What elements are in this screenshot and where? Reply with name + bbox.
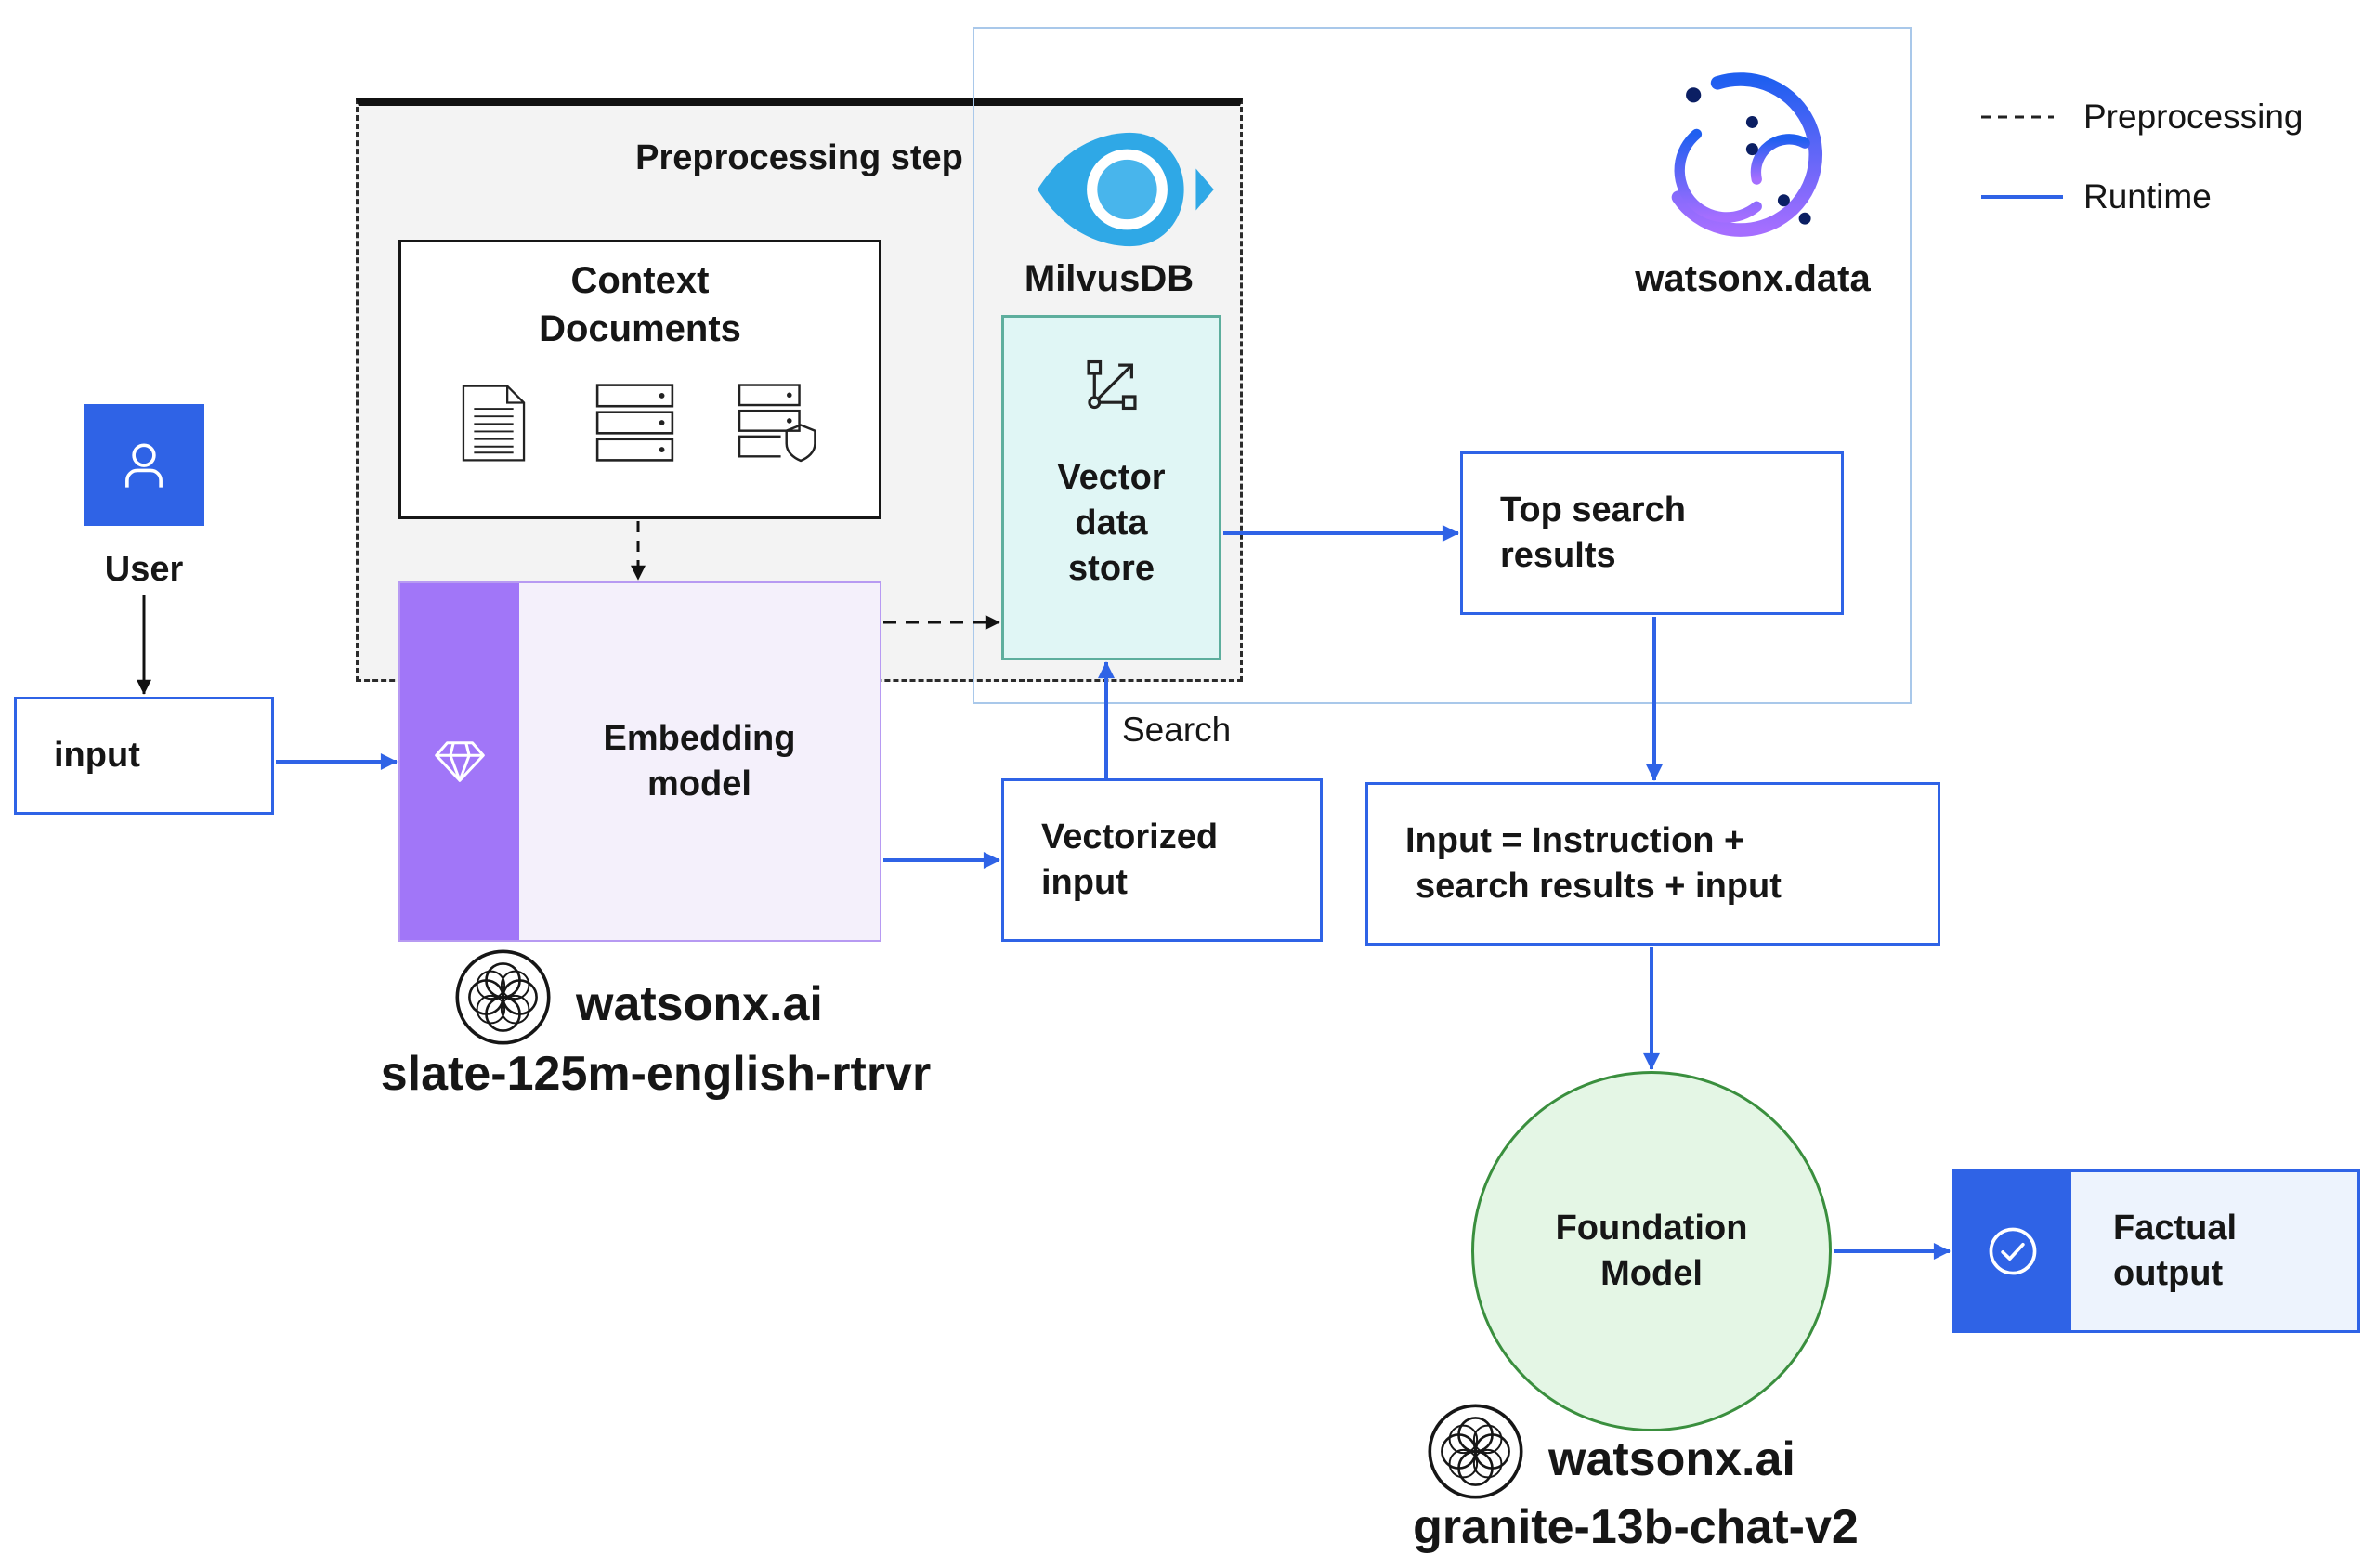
watsonx-ai-logo	[1428, 1404, 1523, 1499]
document-icon	[462, 385, 526, 462]
embedding-model-line: model	[647, 764, 751, 804]
embedding-model-content: Embedding model	[519, 583, 880, 940]
milvus-eye-logo	[1038, 132, 1214, 247]
vector-data-store-line: Vector	[1057, 458, 1166, 497]
user-icon	[125, 442, 163, 488]
context-documents-line: Documents	[539, 308, 741, 349]
foundation-model-node: Foundation Model	[1471, 1071, 1832, 1431]
context-documents-title: Context Documents	[401, 256, 879, 353]
check-circle-icon	[1989, 1227, 2037, 1275]
user-label: User	[104, 550, 184, 589]
diamond-icon	[435, 741, 485, 782]
top-search-results-line: Top search	[1500, 490, 1686, 529]
milvusdb-label: MilvusDB	[1024, 258, 1195, 299]
vectorized-input-line: Vectorized	[1041, 817, 1219, 856]
legend-preprocessing-swatch	[1981, 115, 2054, 119]
embedding-model-strip	[400, 583, 519, 940]
embedding-model-box: Embedding model	[398, 581, 881, 942]
vector-graph-icon	[1087, 359, 1137, 411]
preprocessing-step-title: Preprocessing step	[635, 138, 963, 177]
watsonx-data-logo	[1671, 72, 1822, 237]
top-search-results-line: results	[1500, 536, 1616, 575]
watsonx-data-label: watsonx.data	[1635, 258, 1871, 299]
foundation-model-name: granite-13b-chat-v2	[1413, 1500, 1859, 1554]
context-documents-box: Context Documents	[398, 240, 881, 519]
input-label: input	[54, 736, 140, 775]
search-edge-label: Search	[1122, 711, 1232, 749]
vectorized-input-line: input	[1041, 863, 1128, 902]
embedding-model-name: slate-125m-english-rtrvr	[380, 1047, 932, 1101]
user-avatar-tile	[84, 404, 204, 526]
vector-data-store-box: Vector data store	[1001, 315, 1221, 660]
legend-runtime-label: Runtime	[2083, 177, 2212, 216]
vector-data-store-label: Vector data store	[1004, 455, 1219, 592]
embedding-model-line: Embedding	[603, 719, 796, 758]
factual-output-content: Factual output	[2071, 1172, 2357, 1330]
factual-output-line: Factual	[2113, 1209, 2238, 1248]
prompt-line: search results + input	[1416, 867, 1782, 906]
vector-data-store-line: store	[1068, 549, 1155, 588]
legend-preprocessing-label: Preprocessing	[2083, 98, 2304, 136]
vectorized-input-box: Vectorized input	[1001, 778, 1323, 942]
factual-output-line: output	[2113, 1254, 2224, 1293]
server-stack-icon	[595, 384, 674, 462]
context-documents-line: Context	[570, 260, 710, 301]
factual-output-strip	[1954, 1172, 2071, 1330]
foundation-model-line: Model	[1600, 1254, 1703, 1293]
watsonx-ai-brand-label: watsonx.ai	[576, 977, 823, 1031]
prompt-composition-box: Input = Instruction + search results + i…	[1365, 782, 1940, 946]
legend-runtime-swatch	[1981, 195, 2063, 199]
watsonx-ai-logo	[455, 949, 551, 1045]
watsonx-ai-brand-label: watsonx.ai	[1548, 1432, 1795, 1486]
vector-data-store-line: data	[1075, 503, 1148, 542]
factual-output-box: Factual output	[1952, 1169, 2360, 1333]
foundation-model-line: Foundation	[1555, 1209, 1748, 1248]
input-box: input	[14, 697, 274, 815]
prompt-line: Input = Instruction +	[1405, 821, 1745, 860]
watsonx-data-region	[973, 27, 1912, 704]
top-search-results-box: Top search results	[1460, 451, 1844, 615]
secure-server-icon	[738, 384, 816, 463]
